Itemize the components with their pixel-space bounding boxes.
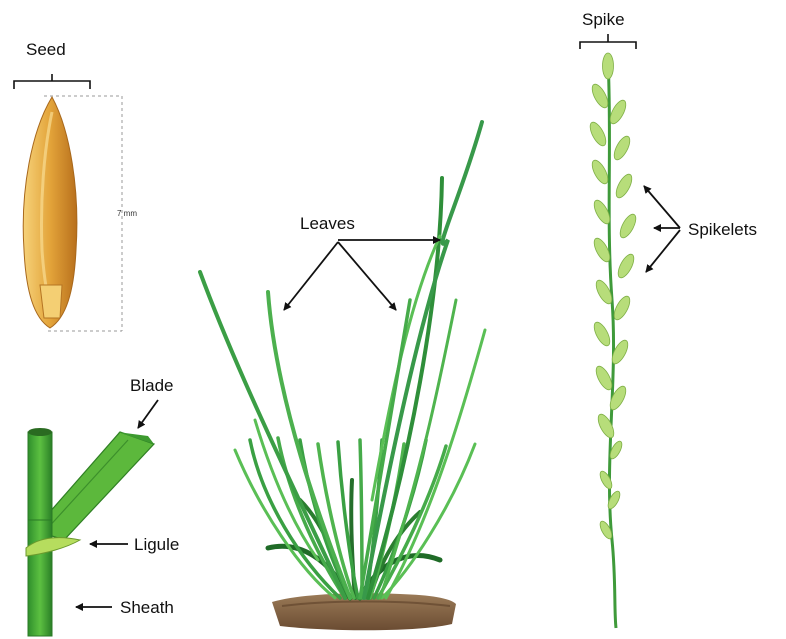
seed-illustration — [14, 74, 122, 331]
spikelet — [587, 120, 609, 148]
spike-illustration — [580, 34, 639, 628]
spikelets-label: Spikelets — [688, 220, 757, 240]
leaves-label: Leaves — [300, 214, 355, 234]
spikelet — [617, 212, 639, 240]
spikelet — [591, 320, 613, 348]
seed-label: Seed — [26, 40, 66, 60]
spikelet — [611, 294, 633, 322]
spikelets-arrow-down — [646, 230, 680, 272]
spikelet — [613, 172, 635, 200]
spikelet — [615, 252, 637, 280]
spikelet — [589, 158, 611, 186]
spikelets-arrow-up — [644, 186, 680, 228]
sheath-label: Sheath — [120, 598, 174, 618]
spikelet — [611, 134, 633, 162]
ligule-label: Ligule — [134, 535, 179, 555]
blade-label: Blade — [130, 376, 173, 396]
leaves-arrow-left — [284, 242, 338, 310]
sheath-shape — [28, 432, 52, 636]
leaves-arrow-center — [338, 242, 396, 310]
grass-plant-illustration — [200, 122, 485, 630]
spike-bracket — [580, 42, 636, 49]
seed-bracket — [14, 81, 90, 89]
spikelet — [603, 53, 614, 79]
spikelet — [595, 412, 617, 440]
seed-embryo — [40, 285, 62, 318]
seed-length-label: 7 mm — [117, 209, 137, 218]
spikelet — [598, 469, 614, 490]
blade-arrow — [138, 400, 158, 428]
spike-label: Spike — [582, 10, 625, 30]
